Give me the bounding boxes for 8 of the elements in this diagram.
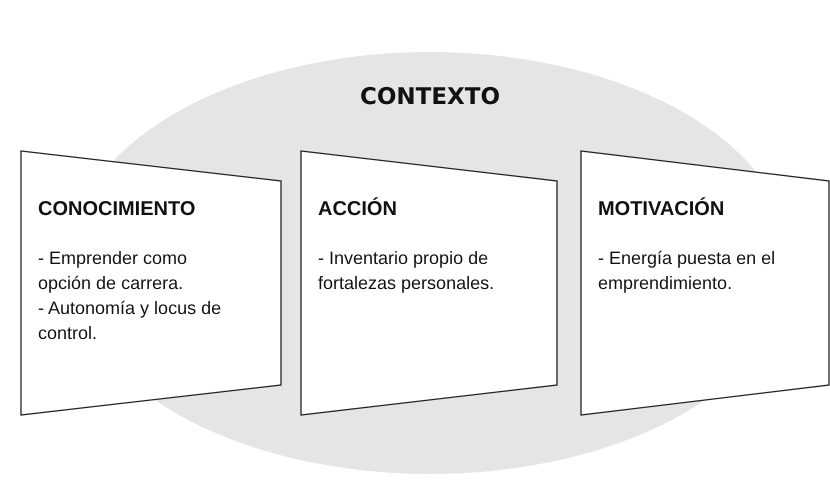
panel-heading: CONOCIMIENTO [38, 198, 196, 221]
bullet-text: - Energía puesta en el emprendimiento. [598, 247, 776, 295]
panel-heading: MOTIVACIÓN [598, 198, 724, 221]
context-title: CONTEXTO [358, 84, 502, 110]
bullet-text: - Emprender como opción de carrera. [38, 247, 188, 295]
bullet-text: - Inventario propio de fortalezas personales. [318, 247, 496, 295]
bullet-text: - Autonomía y locus de control. [38, 297, 222, 345]
panel-heading: ACCIÓN [318, 198, 397, 221]
